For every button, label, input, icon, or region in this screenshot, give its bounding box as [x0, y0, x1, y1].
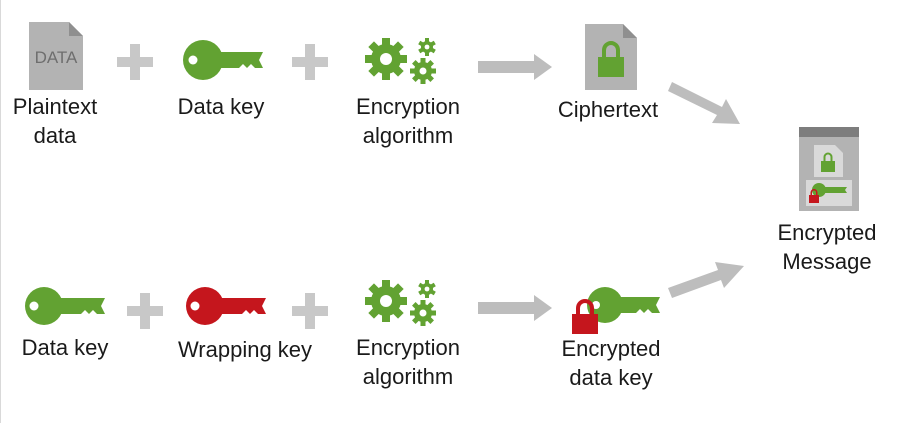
arrow-bottom	[478, 295, 552, 321]
data-key-label-bottom: Data key	[21, 335, 109, 360]
arrow-diagonal-down	[668, 80, 742, 128]
green-key-icon	[183, 38, 263, 82]
red-key-icon	[186, 286, 266, 326]
plus-sign-3	[127, 293, 163, 329]
locked-key-icon	[570, 286, 660, 334]
locked-document-icon	[585, 24, 637, 90]
plaintext-icon-text: DATA	[35, 48, 78, 67]
green-key-icon-bottom	[25, 286, 105, 326]
arrow-diagonal-up	[668, 258, 744, 302]
plaintext-document-icon: DATA	[29, 22, 83, 90]
plus-sign-1	[117, 44, 153, 80]
arrow-top	[478, 54, 552, 80]
ciphertext-label: Ciphertext	[557, 97, 659, 122]
plus-sign-2	[292, 44, 328, 80]
gears-icon-bottom	[365, 278, 439, 328]
encrypted-message-icon	[799, 127, 859, 211]
gears-icon-top	[365, 36, 439, 86]
encrypted-message-label: Encrypted Message	[777, 220, 877, 274]
left-border-line	[0, 0, 1, 423]
encryption-algorithm-label-top: Encryption algorithm	[356, 94, 460, 148]
plaintext-data-label: Plaintext data	[12, 94, 98, 148]
wrapping-key-label: Wrapping key	[177, 337, 313, 362]
plus-sign-4	[292, 293, 328, 329]
data-key-label-top: Data key	[177, 94, 265, 119]
encrypted-data-key-label: Encrypted data key	[561, 336, 661, 390]
encryption-algorithm-label-bottom: Encryption algorithm	[356, 335, 460, 389]
